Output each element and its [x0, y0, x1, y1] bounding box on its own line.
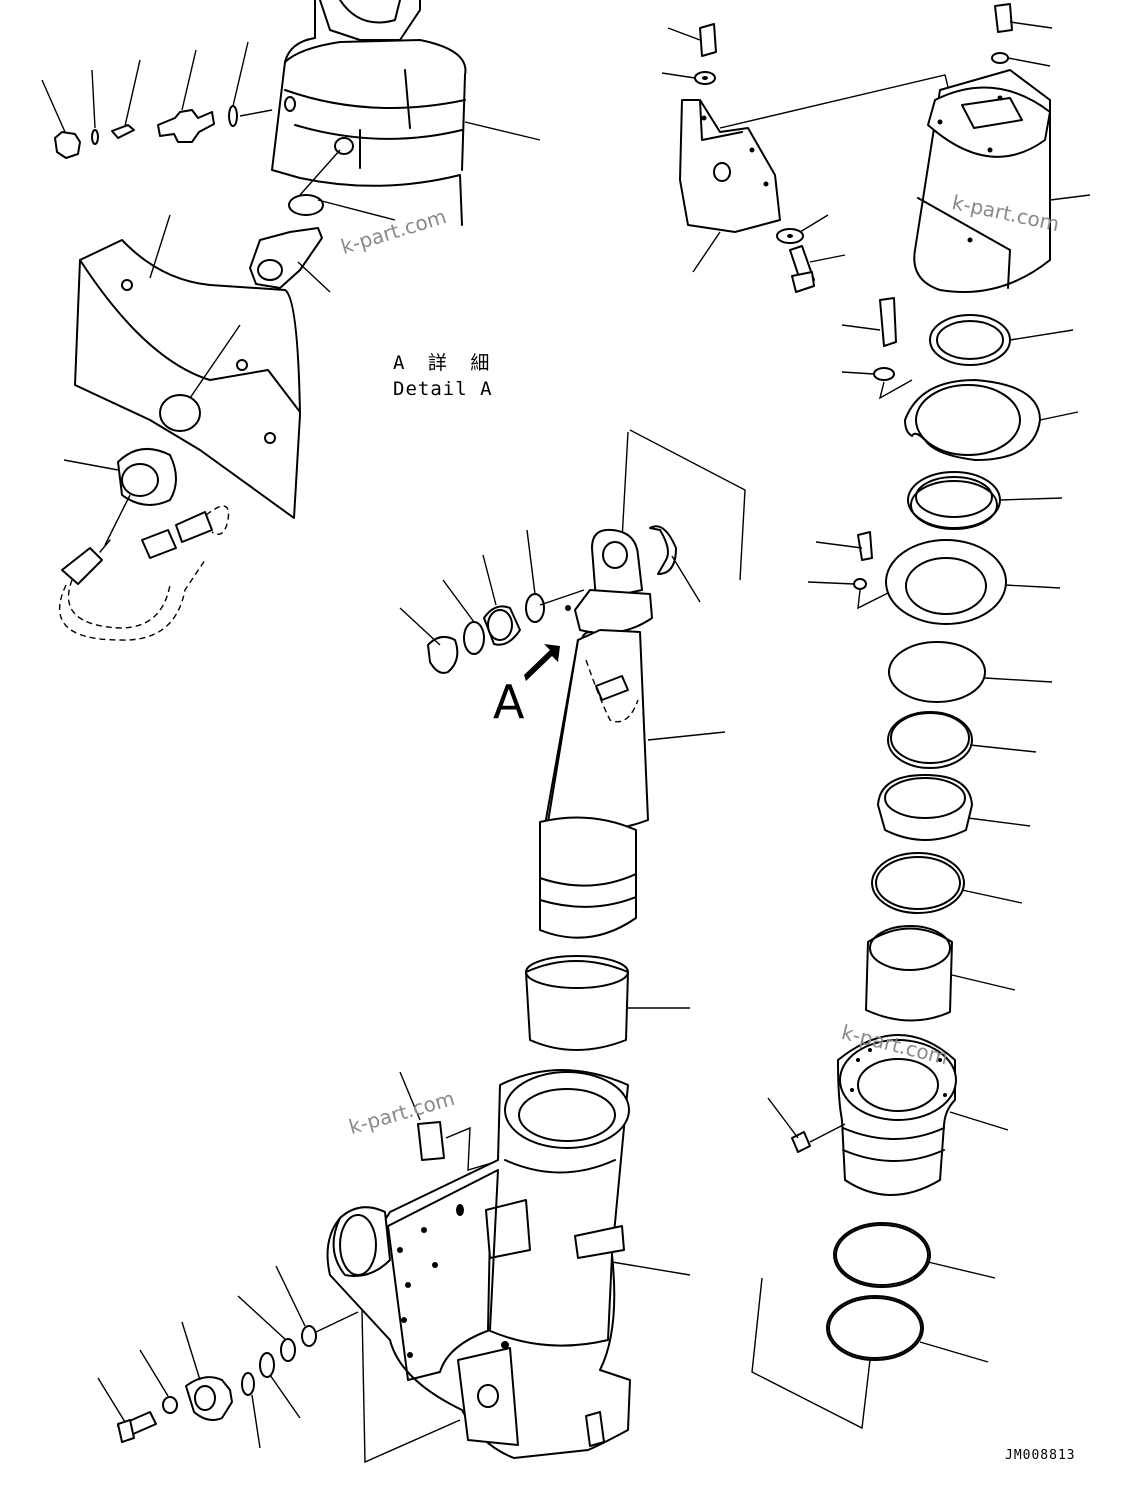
- plug-and-sensor-upper: [235, 149, 396, 346]
- bracket-assembly: [271, 0, 541, 226]
- upper-cover-group: [913, 3, 1091, 293]
- sensor-with-harness: [59, 447, 230, 641]
- view-marker-a: A: [493, 675, 525, 729]
- cylinder-assembly: [525, 429, 746, 1051]
- detail-label-english: Detail A: [393, 378, 493, 400]
- detail-label-japanese: A 詳 細: [393, 352, 496, 374]
- front-cover-group: [661, 23, 951, 293]
- arrow-a: [524, 644, 560, 681]
- axle-housing: [326, 1069, 691, 1464]
- right-ring-stack: [807, 297, 1079, 1022]
- fitting-row: [41, 41, 273, 159]
- lower-right-housing: [751, 1034, 1009, 1430]
- pin-parts-row: [399, 525, 701, 674]
- guard-plate: [74, 214, 301, 519]
- flange-fitting-group: [97, 1265, 359, 1449]
- drawing-code: JM008813: [1005, 1448, 1076, 1463]
